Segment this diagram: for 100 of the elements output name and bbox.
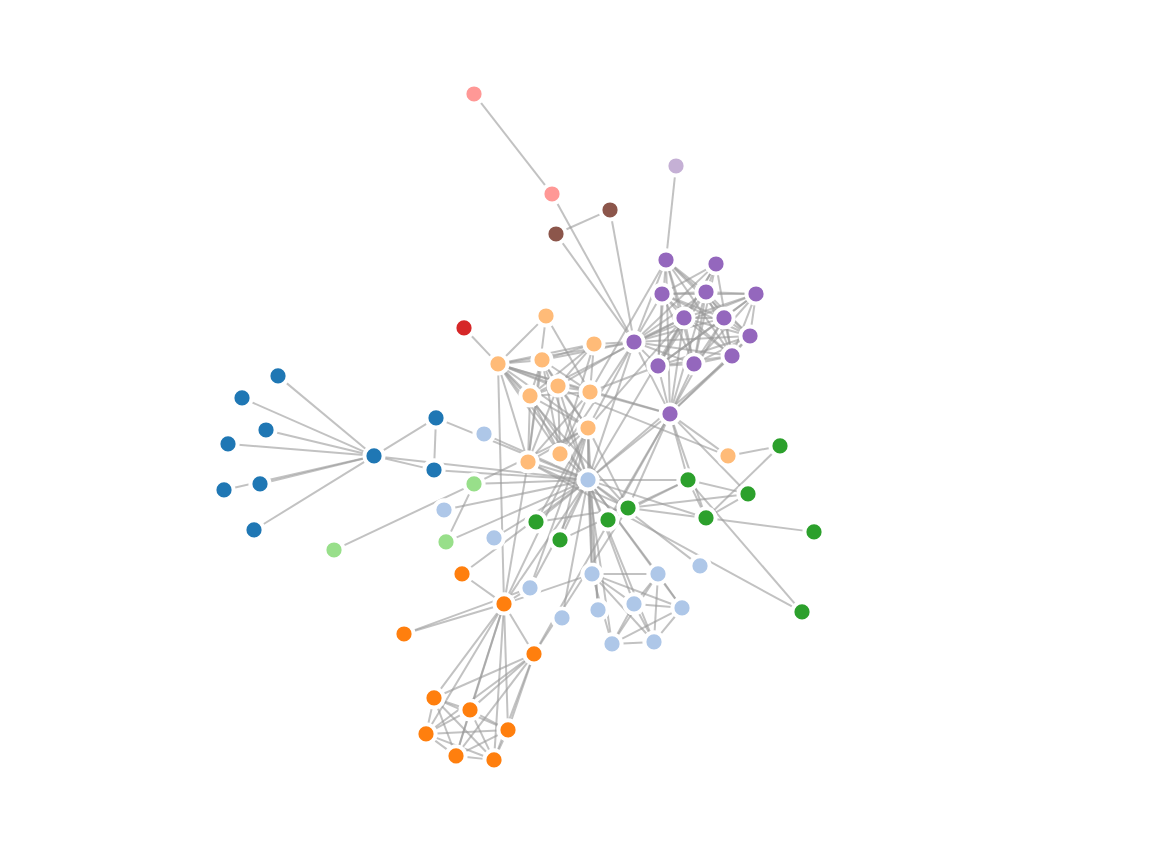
link-line — [500, 372, 526, 454]
link-line — [469, 579, 497, 599]
link-line — [560, 394, 586, 472]
link-line — [666, 175, 676, 251]
link-line — [714, 498, 740, 514]
link-line — [670, 267, 728, 349]
link-line — [269, 457, 365, 483]
link-line — [598, 368, 650, 390]
node-circle — [483, 527, 505, 549]
link-line — [676, 342, 744, 408]
link-line — [702, 339, 742, 361]
link-line — [671, 423, 687, 471]
link-line — [674, 326, 720, 406]
link-line — [641, 296, 699, 338]
link-line — [556, 202, 630, 334]
link-line — [538, 515, 624, 647]
link-line — [563, 350, 589, 380]
link-line — [653, 583, 659, 633]
node-circle — [655, 249, 677, 271]
node-circle — [267, 365, 289, 387]
link-line — [536, 465, 620, 505]
link-line — [443, 469, 579, 481]
link-line — [737, 342, 745, 350]
node-circle — [689, 555, 711, 577]
link-line — [527, 405, 531, 453]
link-line — [673, 372, 691, 406]
link-line — [593, 487, 677, 601]
link-line — [502, 371, 556, 447]
node-circle — [217, 433, 239, 455]
node-circle — [547, 375, 569, 397]
link-line — [712, 452, 774, 512]
node-circle — [623, 331, 645, 353]
link-line — [643, 603, 673, 609]
link-line — [237, 443, 365, 457]
link-line — [676, 420, 742, 488]
node-circle — [617, 497, 639, 519]
link-line — [693, 317, 715, 319]
node-circle — [769, 435, 791, 457]
link-line — [564, 213, 602, 231]
link-line — [470, 334, 492, 358]
node-circle — [459, 699, 481, 721]
link-line — [662, 299, 702, 359]
link-line — [637, 494, 739, 508]
link-line — [496, 662, 532, 752]
link-line — [505, 369, 581, 423]
link-line — [734, 302, 754, 348]
link-line — [595, 484, 621, 503]
link-line — [381, 422, 429, 452]
link-line — [412, 590, 522, 632]
node-circle — [695, 507, 717, 529]
link-line — [492, 437, 580, 477]
link-line — [561, 241, 629, 335]
link-line — [620, 611, 674, 641]
node-circle — [549, 443, 571, 465]
link-line — [550, 346, 586, 358]
link-line — [716, 273, 732, 347]
link-line — [599, 579, 627, 599]
link-line — [593, 487, 653, 567]
node-circle — [745, 283, 767, 305]
node-circle — [677, 469, 699, 491]
link-line — [442, 700, 462, 708]
link-line — [610, 219, 634, 333]
link-line — [708, 300, 730, 348]
link-line — [557, 395, 561, 445]
node-circle — [579, 381, 601, 403]
link-line — [503, 613, 509, 721]
node-circle — [463, 83, 485, 105]
node-circle — [535, 305, 557, 327]
node-circle — [583, 333, 605, 355]
link-line — [590, 488, 632, 596]
link-line — [261, 460, 367, 526]
link-line — [435, 729, 499, 735]
link-line — [566, 460, 582, 474]
link-line — [667, 356, 723, 366]
link-line — [275, 431, 365, 455]
link-line — [508, 611, 530, 647]
link-line — [544, 368, 586, 472]
link-line — [285, 381, 367, 451]
link-line — [668, 300, 678, 312]
link-line — [715, 291, 747, 295]
node-circle — [665, 155, 687, 177]
link-line — [433, 739, 449, 751]
link-line — [673, 265, 699, 287]
link-line — [737, 446, 771, 455]
node-circle — [531, 349, 553, 371]
link-line — [528, 369, 542, 453]
link-line — [597, 479, 679, 481]
link-line — [643, 319, 715, 341]
link-line — [510, 662, 532, 722]
link-line — [640, 270, 710, 336]
node-circle — [737, 483, 759, 505]
link-line — [750, 303, 756, 327]
link-line — [616, 581, 654, 637]
link-line — [250, 401, 366, 453]
link-line — [563, 393, 583, 421]
link-line — [476, 659, 528, 705]
link-line — [566, 434, 582, 448]
link-line — [504, 471, 528, 595]
node-circle — [599, 199, 621, 221]
link-line — [561, 437, 587, 531]
